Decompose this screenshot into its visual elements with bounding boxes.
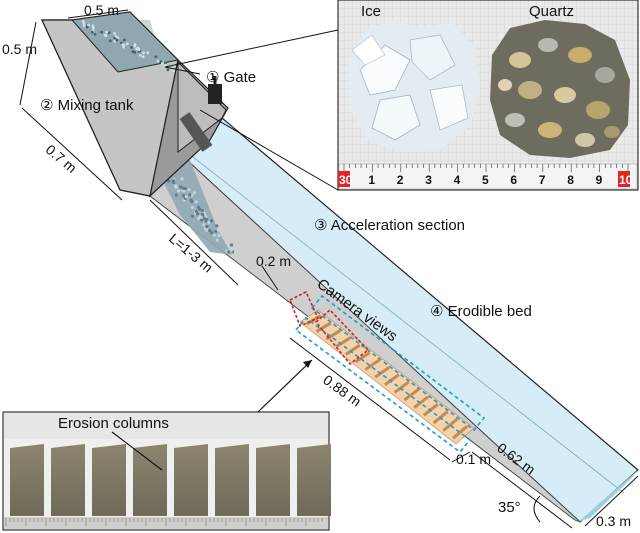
quartz-pile — [490, 20, 630, 158]
erosion-columns-label: Erosion columns — [58, 415, 169, 432]
inset-connector-top — [164, 29, 339, 68]
quartz-label: Quartz — [529, 3, 574, 20]
dimension-lines — [19, 9, 639, 529]
ice-pile — [348, 20, 480, 152]
bed-column — [403, 388, 420, 402]
ice-label: Ice — [361, 3, 381, 20]
ruler: 30 1 2 3 4 5 6 7 8 9 10 — [338, 163, 638, 190]
materials-inset: Ice Quartz 30 1 2 3 4 5 6 7 8 9 10 — [337, 0, 639, 191]
ruler-end-marker — [338, 171, 350, 187]
ruler-tick-label: 30 — [339, 173, 353, 187]
bed-column — [383, 373, 400, 387]
camera-view-red-large — [314, 308, 370, 366]
flume — [149, 117, 639, 523]
outlet-width-label: 0.3 m — [596, 513, 631, 529]
erosion-column — [10, 444, 44, 516]
acceleration-section-label: ③ Acceleration section — [314, 217, 465, 234]
erosion-column — [51, 444, 85, 516]
ruler-tick-label: 2 — [397, 173, 404, 187]
bed-column — [364, 358, 381, 371]
released-particles — [160, 160, 235, 255]
bed-column — [335, 336, 351, 348]
camera-view-blue-lower — [294, 316, 472, 454]
gate-handle — [208, 84, 222, 104]
camera-view-blue-upper — [310, 294, 486, 432]
bed-column — [345, 343, 361, 356]
ruler-tick-label: 1 — [368, 173, 375, 187]
erosion-pointer — [111, 431, 163, 471]
bed-length-label: 0.88 m — [320, 371, 364, 409]
ruler-end-marker — [618, 171, 630, 187]
tank-width-label: 0.5 m — [84, 2, 119, 18]
tank-height-label: 0.5 m — [2, 41, 37, 57]
erosion-column — [256, 444, 290, 516]
bed-column — [452, 425, 469, 440]
ruler-tick-label: 3 — [425, 173, 432, 187]
bed-pointer — [257, 359, 313, 413]
erosion-column — [215, 444, 249, 516]
ruler-tick-label: 7 — [539, 173, 546, 187]
mixing-tank — [41, 11, 229, 198]
ruler-tick-label: 5 — [482, 173, 489, 187]
bed-column — [354, 351, 371, 364]
angle-label: 35° — [498, 499, 521, 516]
erosion-column — [133, 444, 167, 516]
ruler-tick-label: 10 — [619, 173, 633, 187]
erosion-column — [174, 444, 208, 516]
ruler-tick-label: 4 — [454, 173, 461, 187]
gate-label: ① Gate — [206, 69, 256, 86]
camera-view-red-small — [288, 290, 320, 328]
ruler-tick-label: 6 — [510, 173, 517, 187]
mixing-tank-label: ② Mixing tank — [40, 97, 134, 114]
bed-offset-label: 0.1 m — [456, 451, 491, 467]
tank-length-label: 0.7 m — [43, 141, 80, 176]
channel-width-label: 0.2 m — [256, 253, 291, 269]
bed-column — [393, 380, 410, 394]
inset-connector-bottom — [199, 109, 339, 191]
bed-column — [422, 403, 439, 417]
bed-column — [374, 366, 390, 379]
erodible-bed-label: ④ Erodible bed — [430, 303, 532, 320]
bed-column — [442, 417, 459, 432]
ruler-tick-label: 8 — [567, 173, 574, 187]
erosion-column — [297, 444, 331, 516]
ruler-tick-label: 9 — [596, 173, 603, 187]
erosion-inset: Erosion columns — [2, 411, 331, 531]
bed-column — [413, 395, 430, 409]
erosion-column — [92, 444, 126, 516]
bed-column — [315, 321, 332, 333]
